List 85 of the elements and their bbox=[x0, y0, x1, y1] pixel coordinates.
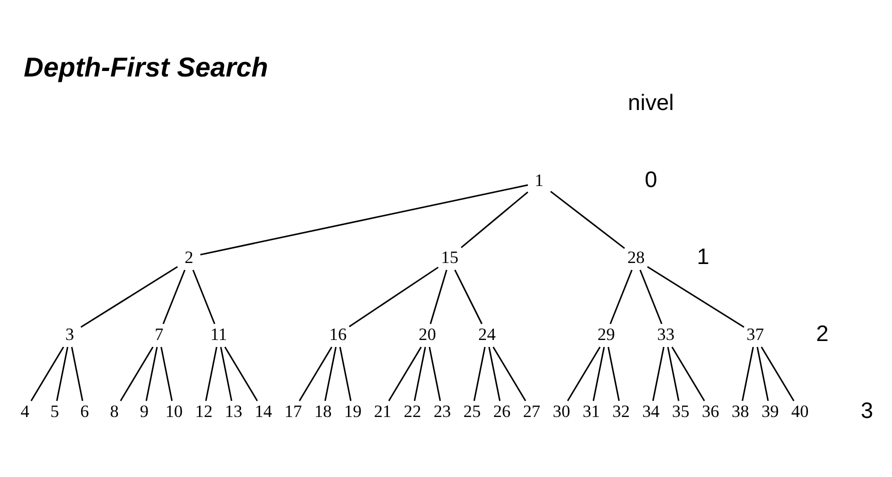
connector bbox=[224, 346, 258, 402]
node-text: 28 bbox=[627, 248, 645, 267]
connector bbox=[30, 346, 64, 402]
node-text: 26 bbox=[493, 402, 511, 421]
connector bbox=[298, 346, 332, 402]
node-text: 39 bbox=[761, 402, 779, 421]
connector bbox=[146, 346, 158, 401]
label: 2 bbox=[816, 320, 829, 346]
connector bbox=[760, 346, 794, 402]
connector bbox=[492, 346, 526, 402]
node-text: 8 bbox=[110, 402, 119, 421]
node-text: 13 bbox=[224, 402, 242, 421]
node-text: 19 bbox=[344, 402, 362, 421]
connector bbox=[652, 346, 664, 401]
node-text: 31 bbox=[582, 402, 600, 421]
node-text: 17 bbox=[284, 402, 302, 421]
connector bbox=[430, 270, 448, 324]
node-text: 10 bbox=[165, 402, 183, 421]
connector bbox=[192, 270, 216, 324]
node-text: 5 bbox=[50, 402, 60, 421]
connector bbox=[460, 191, 528, 248]
connector bbox=[56, 346, 68, 401]
connector bbox=[567, 346, 601, 402]
node-text: 29 bbox=[598, 324, 615, 344]
node-text: 20 bbox=[418, 324, 436, 344]
connector bbox=[324, 346, 337, 401]
node-text: 18 bbox=[314, 402, 332, 421]
node-text: 12 bbox=[195, 402, 213, 421]
node-text: 33 bbox=[657, 324, 675, 344]
connector bbox=[608, 346, 620, 401]
connector bbox=[473, 346, 486, 401]
connector bbox=[348, 266, 439, 328]
connector bbox=[205, 346, 218, 401]
node-text: 21 bbox=[374, 402, 392, 421]
node-text: 38 bbox=[732, 402, 750, 421]
node-text: 1 bbox=[534, 170, 544, 190]
connector bbox=[428, 346, 441, 401]
label: 1 bbox=[696, 244, 710, 269]
label: nivel bbox=[628, 90, 674, 115]
connector bbox=[388, 346, 422, 402]
node-text: 23 bbox=[434, 402, 451, 421]
connector bbox=[414, 346, 426, 401]
label: 3 bbox=[860, 398, 874, 423]
connector bbox=[162, 270, 186, 324]
node-text: 35 bbox=[672, 402, 690, 421]
connector bbox=[80, 266, 178, 328]
node-text: 34 bbox=[642, 402, 660, 421]
connector bbox=[160, 346, 173, 401]
node-text: 16 bbox=[329, 324, 347, 344]
node-text: 4 bbox=[20, 402, 30, 421]
connector bbox=[488, 346, 501, 401]
node-text: 6 bbox=[80, 402, 89, 421]
node-text: 2 bbox=[184, 248, 194, 267]
connector bbox=[120, 346, 154, 402]
node-text: 40 bbox=[791, 402, 809, 421]
node-text: 7 bbox=[154, 324, 164, 344]
diagram-title: Depth-First Search bbox=[24, 52, 268, 83]
connector bbox=[671, 346, 705, 402]
connector bbox=[756, 346, 769, 401]
connector bbox=[667, 346, 680, 401]
node-text: 11 bbox=[210, 324, 228, 344]
connector bbox=[639, 270, 662, 324]
node-text: 3 bbox=[65, 324, 74, 344]
connector bbox=[71, 346, 84, 401]
connector bbox=[592, 346, 605, 401]
node-text: 25 bbox=[463, 402, 481, 421]
connector bbox=[454, 270, 482, 324]
label: 0 bbox=[644, 166, 658, 192]
node-text: 9 bbox=[140, 402, 149, 421]
connector bbox=[200, 184, 528, 256]
node-text: 36 bbox=[702, 402, 720, 421]
connector bbox=[550, 190, 625, 249]
connector bbox=[647, 266, 744, 328]
connector bbox=[220, 346, 232, 401]
node-text: 32 bbox=[612, 402, 630, 421]
node-text: 15 bbox=[441, 248, 458, 267]
node-text: 22 bbox=[404, 402, 422, 421]
connector bbox=[339, 346, 352, 401]
node-text: 30 bbox=[552, 402, 570, 421]
connector bbox=[610, 270, 633, 324]
connector bbox=[742, 346, 754, 401]
node-text: 24 bbox=[478, 324, 496, 344]
node-text: 27 bbox=[523, 402, 540, 421]
node-text: 14 bbox=[254, 402, 272, 421]
node-text: 37 bbox=[746, 324, 764, 344]
